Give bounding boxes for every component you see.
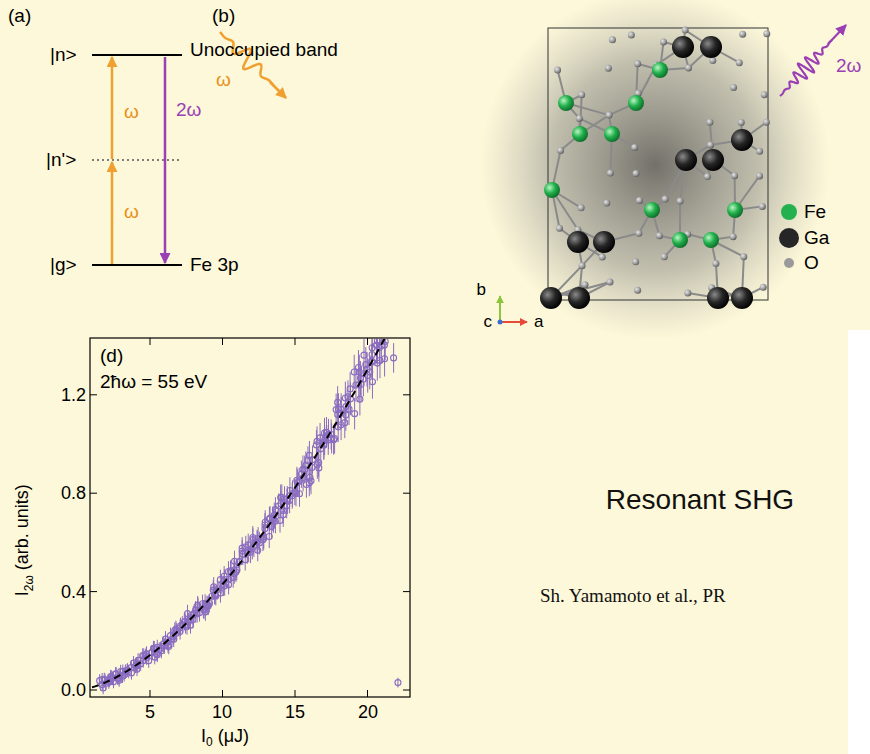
- legend-swatch: [778, 201, 800, 223]
- axis-title-part: I: [201, 726, 206, 746]
- axis-ticks: [90, 338, 410, 697]
- figure-label: 0.0: [61, 680, 86, 701]
- figure-label: (a): [8, 5, 31, 27]
- x-axis-title: I0 (μJ): [201, 726, 249, 750]
- figure-label: (d): [100, 345, 123, 367]
- energy-levels: [92, 55, 182, 265]
- figure-label: c: [484, 312, 493, 332]
- figure-label: |g>: [50, 254, 77, 276]
- figure-label: 2ω: [176, 99, 201, 121]
- crystal-glow: [480, 0, 830, 340]
- data-points: [92, 339, 404, 694]
- legend-swatch-dot: [779, 228, 799, 248]
- figure-label: |n'>: [46, 149, 76, 171]
- legend-text: O: [804, 252, 819, 274]
- figure-label: Fe 3p: [190, 254, 239, 276]
- legend-swatch-dot: [784, 258, 794, 268]
- legend-text: Ga: [804, 227, 829, 249]
- figure-label: 2ω: [836, 55, 861, 77]
- slide-title: Resonant SHG: [606, 484, 794, 516]
- reference-caption: Sh. Yamamoto et al., PR: [540, 585, 726, 607]
- legend-swatch: [778, 252, 800, 274]
- axis-title-part: 0: [206, 735, 213, 749]
- figure-label: 0.8: [61, 483, 86, 504]
- figure-label: 0.4: [61, 582, 86, 603]
- figure-label: a: [534, 312, 543, 332]
- figure-label: 2ħω = 55 eV: [100, 371, 207, 393]
- figure-label: ω: [216, 69, 231, 91]
- y-axis-title: I2ω (arb. units): [12, 484, 36, 596]
- figure-label: Unoccupied band: [190, 39, 338, 61]
- legend-entry: O: [778, 252, 819, 274]
- crystal-bonds: [551, 30, 766, 298]
- legend-swatch-dot: [781, 204, 797, 220]
- figure-label: 20: [358, 702, 378, 723]
- figure-label: 10: [212, 702, 232, 723]
- figure-label: |n>: [50, 44, 77, 66]
- figure-label: ω: [124, 101, 139, 123]
- legend-swatch: [778, 227, 800, 249]
- legend-entry: Ga: [778, 227, 829, 249]
- light-waves: [220, 25, 846, 98]
- axis-title-part: (μJ): [218, 726, 249, 746]
- legend-text: Fe: [804, 201, 826, 223]
- crystal-axes: [498, 296, 528, 325]
- figure-label: (b): [212, 5, 235, 27]
- unit-cell: [548, 28, 768, 300]
- axis-title-part: I: [12, 591, 32, 596]
- axis-title-part: 2ω: [21, 575, 35, 591]
- crystal-atoms: [540, 27, 770, 309]
- figure-label: ω: [124, 201, 139, 223]
- figure-label: b: [477, 280, 486, 300]
- legend-entry: Fe: [778, 201, 826, 223]
- axis-title-part: (arb. units): [12, 484, 32, 570]
- figure-label: 5: [145, 702, 155, 723]
- plot-frame: [90, 338, 410, 697]
- figure-label: 1.2: [61, 385, 86, 406]
- white-strip: [848, 330, 870, 754]
- figure-label: 15: [285, 702, 305, 723]
